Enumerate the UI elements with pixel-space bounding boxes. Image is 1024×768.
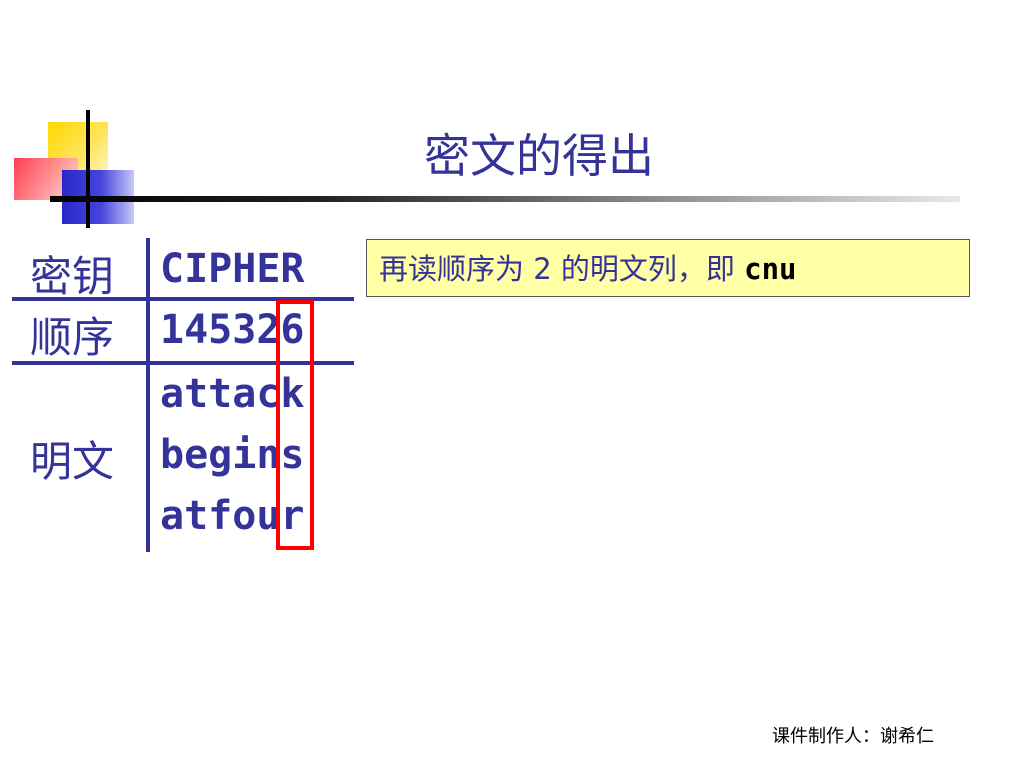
- key-value: CIPHER: [160, 246, 305, 292]
- title-underline: [50, 196, 960, 202]
- plaintext-row: atfour: [160, 493, 305, 539]
- order-value: 145326: [160, 307, 305, 353]
- logo-vertical-bar: [86, 110, 90, 228]
- table-divider: [12, 297, 354, 301]
- table-divider: [12, 361, 354, 365]
- callout-code: cnu: [744, 252, 797, 286]
- highlight-column-box: [276, 300, 314, 550]
- plaintext-row: begins: [160, 432, 305, 478]
- callout-box: 再读顺序为 2 的明文列，即 cnu: [366, 239, 970, 297]
- table-vertical-divider: [146, 238, 150, 552]
- plaintext-label: 明文: [30, 437, 115, 486]
- key-label: 密钥: [30, 252, 115, 301]
- plaintext-row: attack: [160, 371, 305, 417]
- footer-credit: 课件制作人：谢希仁: [772, 726, 934, 747]
- order-label: 顺序: [30, 313, 115, 362]
- callout-text: 再读顺序为 2 的明文列，即: [379, 252, 745, 286]
- slide-title: 密文的得出: [424, 129, 654, 183]
